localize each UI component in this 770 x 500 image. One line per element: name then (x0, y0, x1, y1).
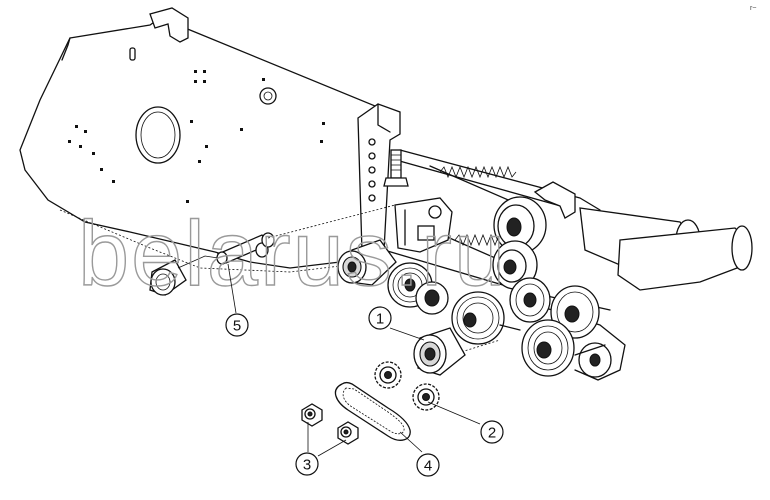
roller-part (413, 327, 466, 376)
sprocket-upper (374, 361, 402, 389)
callout-5: 5 (225, 313, 249, 337)
nut-lower (337, 421, 359, 445)
sprocket-lower (412, 383, 440, 411)
svg-text:3: 3 (303, 457, 311, 474)
callout-leaders (227, 263, 481, 457)
small-roller (415, 281, 449, 315)
tube-lower (617, 225, 753, 291)
callout-1: 1 (368, 306, 392, 330)
lever-plate (394, 197, 453, 253)
middle-pulley (492, 240, 538, 290)
svg-text:4: 4 (424, 458, 432, 475)
side-plate (19, 7, 391, 269)
watermark: belarus.ru (78, 203, 507, 305)
shaft-line (574, 344, 606, 356)
threaded-stud (383, 149, 409, 187)
corner-mark: r~ (750, 5, 756, 12)
grooved-pulley-3 (509, 277, 551, 323)
pin-connector (177, 255, 219, 269)
callout-3: 3 (295, 452, 319, 476)
grooved-pulley-2 (451, 291, 505, 345)
chain (334, 381, 411, 441)
svg-text:1: 1 (376, 311, 384, 328)
callout-2: 2 (480, 420, 504, 444)
svg-text:5: 5 (233, 318, 241, 335)
nut-upper (301, 403, 323, 427)
pin-roller (149, 259, 187, 296)
upper-spring (429, 165, 523, 207)
grooved-pulley-5 (521, 319, 575, 377)
shaft-line (499, 324, 521, 331)
assembly-lines (59, 204, 501, 361)
svg-text:2: 2 (488, 425, 496, 442)
upper-pulley (493, 196, 547, 254)
idler-roller (337, 239, 397, 286)
callout-4: 4 (416, 453, 440, 477)
pin (216, 232, 275, 265)
